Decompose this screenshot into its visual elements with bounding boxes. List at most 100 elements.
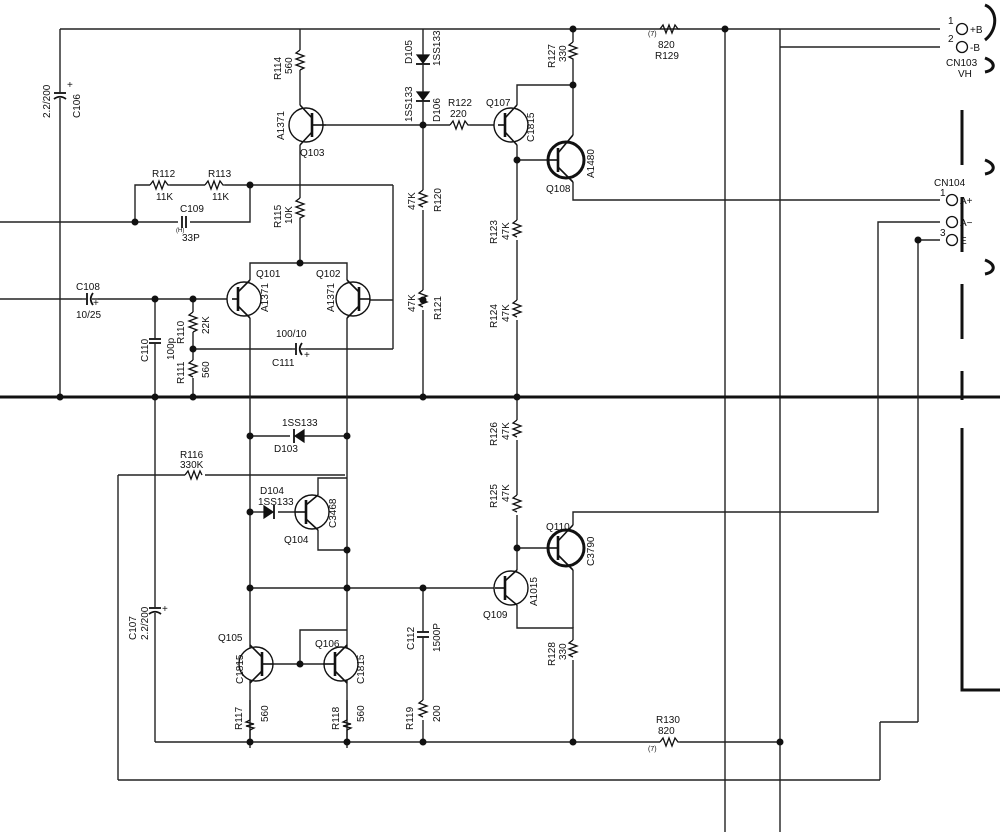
- q106-symbol: [323, 644, 359, 684]
- r125-symbol: [511, 494, 523, 513]
- r121-ref: R121: [433, 296, 444, 320]
- r111-ref: R111: [176, 361, 187, 384]
- r123-ref: R123: [489, 220, 500, 244]
- d106-symbol: [415, 85, 431, 105]
- d103-part: 1SS133: [282, 418, 318, 429]
- r116-ref: R116: [180, 450, 204, 461]
- q104-ref: Q104: [284, 535, 309, 546]
- junction-dots: [56, 25, 922, 746]
- q102-symbol: [335, 279, 371, 319]
- c108-ref: C108: [76, 282, 100, 293]
- cn104-pin1-terminal: [945, 193, 959, 207]
- q107-symbol: [493, 104, 529, 146]
- q105-ref: Q105: [218, 633, 243, 644]
- r115-symbol: [294, 197, 306, 222]
- cn104-ref: CN104: [934, 178, 966, 189]
- cn103-pin1-terminal: [955, 22, 969, 36]
- r128-symbol: [567, 639, 579, 658]
- r129-note: (7): [648, 31, 657, 38]
- cn103-ref: CN103: [946, 58, 978, 69]
- connector-cn104: CN104 1 3 A+ A− E: [934, 178, 973, 247]
- d104-ref: D104: [260, 486, 284, 497]
- c107-symbol: [148, 600, 162, 620]
- d105-ref: D105: [404, 40, 415, 64]
- d103-ref: D103: [274, 444, 298, 455]
- r110-value: 22K: [201, 316, 212, 334]
- r127-value: 330: [558, 45, 569, 62]
- cn104-pin3-label: E: [960, 236, 967, 247]
- q101-symbol: [226, 279, 262, 319]
- cn104-pin3-terminal: [945, 233, 959, 247]
- connector-cn103: 1 2 +B -B CN103 VH: [946, 16, 983, 80]
- c109-value: 33P: [182, 233, 200, 244]
- r123-symbol: [511, 219, 523, 238]
- c111-symbol: [292, 342, 306, 356]
- r115-value: 10K: [284, 206, 295, 224]
- q107-part: C1815: [526, 112, 537, 142]
- d106-ref: D106: [432, 98, 443, 122]
- q105-symbol: [238, 644, 274, 684]
- c109-symbol: [181, 216, 187, 228]
- c108-value: 10/25: [76, 310, 101, 321]
- c106-ref: C106: [72, 94, 83, 118]
- component-labels: Q101 A1371 Q102 A1371 A1371 Q103 C3468 Q…: [42, 30, 680, 753]
- cn103-pin2-label: -B: [970, 43, 980, 54]
- r126-ref: R126: [489, 422, 500, 446]
- c112-ref: C112: [406, 626, 417, 650]
- q102-part: A1371: [326, 283, 337, 312]
- r117-symbol: [244, 719, 256, 731]
- r116-value: 330K: [180, 460, 204, 471]
- r126-symbol: [511, 419, 523, 438]
- transistor-symbols: [226, 104, 586, 684]
- c108-symbol: [82, 292, 98, 306]
- cn103-sub: VH: [958, 69, 972, 80]
- r122-value: 220: [450, 109, 467, 120]
- r113-symbol: [204, 179, 225, 191]
- c106-value: 2.2/200: [42, 84, 53, 118]
- q108-symbol: [546, 134, 586, 183]
- q104-part: C3468: [328, 498, 339, 528]
- diode-symbols: [263, 50, 431, 520]
- q103-symbol: [288, 104, 326, 146]
- q108-part: A1480: [586, 149, 597, 178]
- wires: [0, 28, 1000, 832]
- r112-ref: R112: [152, 169, 176, 180]
- c112-symbol: [417, 630, 429, 644]
- r120-value: 47K: [407, 192, 418, 210]
- r118-ref: R118: [331, 706, 342, 730]
- r117-value: 560: [260, 705, 271, 722]
- r111-value: 560: [201, 361, 212, 378]
- r122-ref: R122: [448, 98, 472, 109]
- q110-symbol: [546, 524, 586, 571]
- cn104-pin2-terminal: [945, 215, 959, 229]
- r127-ref: R127: [547, 44, 558, 68]
- r114-symbol: [294, 49, 306, 71]
- q103-part: A1371: [276, 111, 287, 140]
- r118-value: 560: [356, 705, 367, 722]
- r128-ref: R128: [547, 642, 558, 666]
- r120-ref: R120: [433, 188, 444, 212]
- r125-value: 47K: [501, 484, 512, 502]
- r116-symbol: [184, 469, 203, 481]
- c108-plus: +: [93, 298, 99, 309]
- q101-ref: Q101: [256, 269, 281, 280]
- r120-symbol: [417, 189, 429, 208]
- resistor-symbols: [149, 23, 680, 748]
- cn103-pin2-terminal: [955, 40, 969, 54]
- q106-part: C1815: [356, 654, 367, 684]
- q109-ref: Q109: [483, 610, 508, 621]
- r124-ref: R124: [489, 304, 500, 328]
- c107-plus: +: [162, 604, 168, 615]
- q109-symbol: [493, 569, 529, 606]
- r110-symbol: [187, 311, 199, 333]
- q106-ref: Q106: [315, 639, 340, 650]
- r113-value: 11K: [212, 192, 229, 203]
- c110-ref: C110: [140, 338, 151, 362]
- c107-ref: C107: [128, 616, 139, 640]
- q109-part: A1015: [529, 577, 540, 606]
- c112-value: 1500P: [432, 623, 443, 652]
- r124-symbol: [511, 299, 523, 318]
- d105-part: 1SS133: [432, 30, 443, 66]
- cn104-pin1-number: 1: [940, 188, 946, 199]
